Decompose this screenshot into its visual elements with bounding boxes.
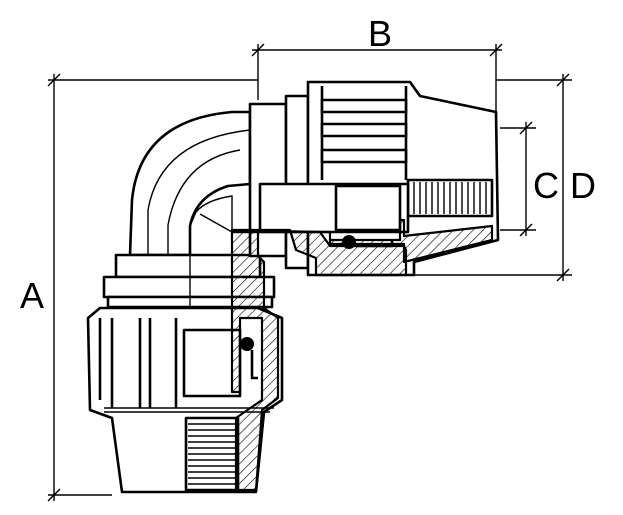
dimension-b [251,43,503,120]
dimension-label-d: D [570,165,596,206]
dimension-label-b: B [368,13,392,54]
thread-bottom [184,416,240,492]
elbow-curve [128,110,252,257]
seals [240,235,394,380]
thread-top [406,178,494,218]
dimension-lines [47,43,572,502]
dimension-label-a: A [20,275,44,316]
dimension-d [412,73,572,282]
section-hatch-vertical [230,230,280,492]
dimension-label-c: C [533,165,559,206]
o-ring-horizontal [342,235,356,249]
dimension-c [500,121,536,237]
dimension-a [47,73,258,502]
o-ring-vertical [240,337,254,351]
elbow-interior [189,195,233,308]
horizontal-nut [258,80,500,277]
